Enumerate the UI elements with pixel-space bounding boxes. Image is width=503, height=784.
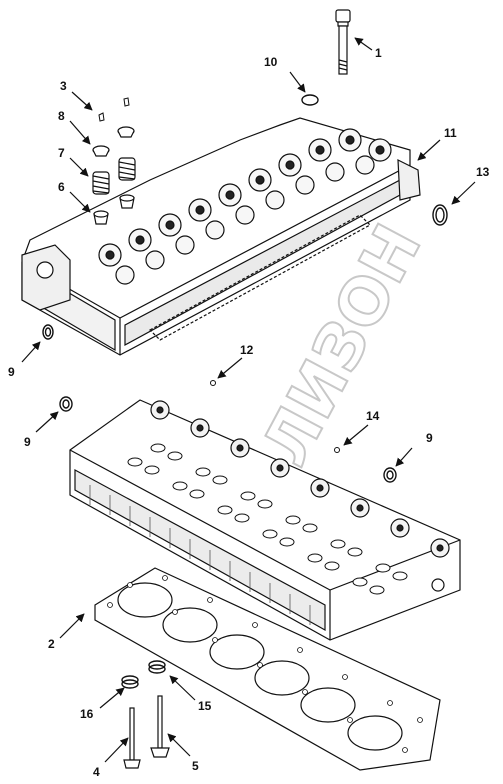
- callout-7: 7: [58, 146, 65, 160]
- callout-4: 4: [93, 765, 100, 779]
- valve-seat-part-15: [148, 660, 166, 674]
- plug-part-14: [334, 447, 340, 453]
- exhaust-valve-part-5: [150, 695, 170, 758]
- plug-part-12: [210, 380, 216, 386]
- valve-spring-part-7: [92, 157, 136, 195]
- cylinder-head: [69, 399, 461, 641]
- callout-13: 13: [476, 165, 490, 179]
- bolt-part-1: [335, 9, 351, 75]
- callout-2: 2: [48, 637, 55, 651]
- callout-16: 16: [80, 707, 94, 721]
- valve-seat-part-16: [121, 675, 139, 689]
- callout-9-right: 9: [426, 431, 433, 445]
- seal-part-9-left-lower: [59, 396, 73, 412]
- seal-part-9-left-upper: [42, 324, 54, 340]
- callout-labels: 1 2 3 4 5 6 7 8 9 9 9 10 11 12 13 14 15 …: [8, 46, 490, 779]
- callout-1: 1: [375, 46, 382, 60]
- valve-keeper-part-3: [98, 97, 130, 122]
- seal-ring-part-13: [432, 204, 448, 226]
- callout-10: 10: [264, 55, 278, 69]
- callout-3: 3: [60, 79, 67, 93]
- callout-8: 8: [58, 109, 65, 123]
- callout-9-lower-left: 9: [24, 435, 31, 449]
- callout-14: 14: [366, 409, 380, 423]
- seal-part-9-right: [383, 467, 397, 483]
- callout-6: 6: [58, 180, 65, 194]
- intake-valve-part-4: [123, 707, 141, 769]
- callout-5: 5: [192, 759, 199, 773]
- leader-arrows: [21, 37, 476, 763]
- callout-9-upper-left: 9: [8, 365, 15, 379]
- rocker-housing-upper: [21, 117, 421, 356]
- callout-15: 15: [198, 699, 212, 713]
- callout-11: 11: [444, 126, 457, 140]
- head-gasket-part-2: [94, 567, 441, 771]
- o-ring-part-10: [301, 94, 319, 106]
- callout-12: 12: [240, 343, 254, 357]
- valve-seal-part-6: [93, 194, 135, 225]
- spring-retainer-part-8: [92, 126, 135, 157]
